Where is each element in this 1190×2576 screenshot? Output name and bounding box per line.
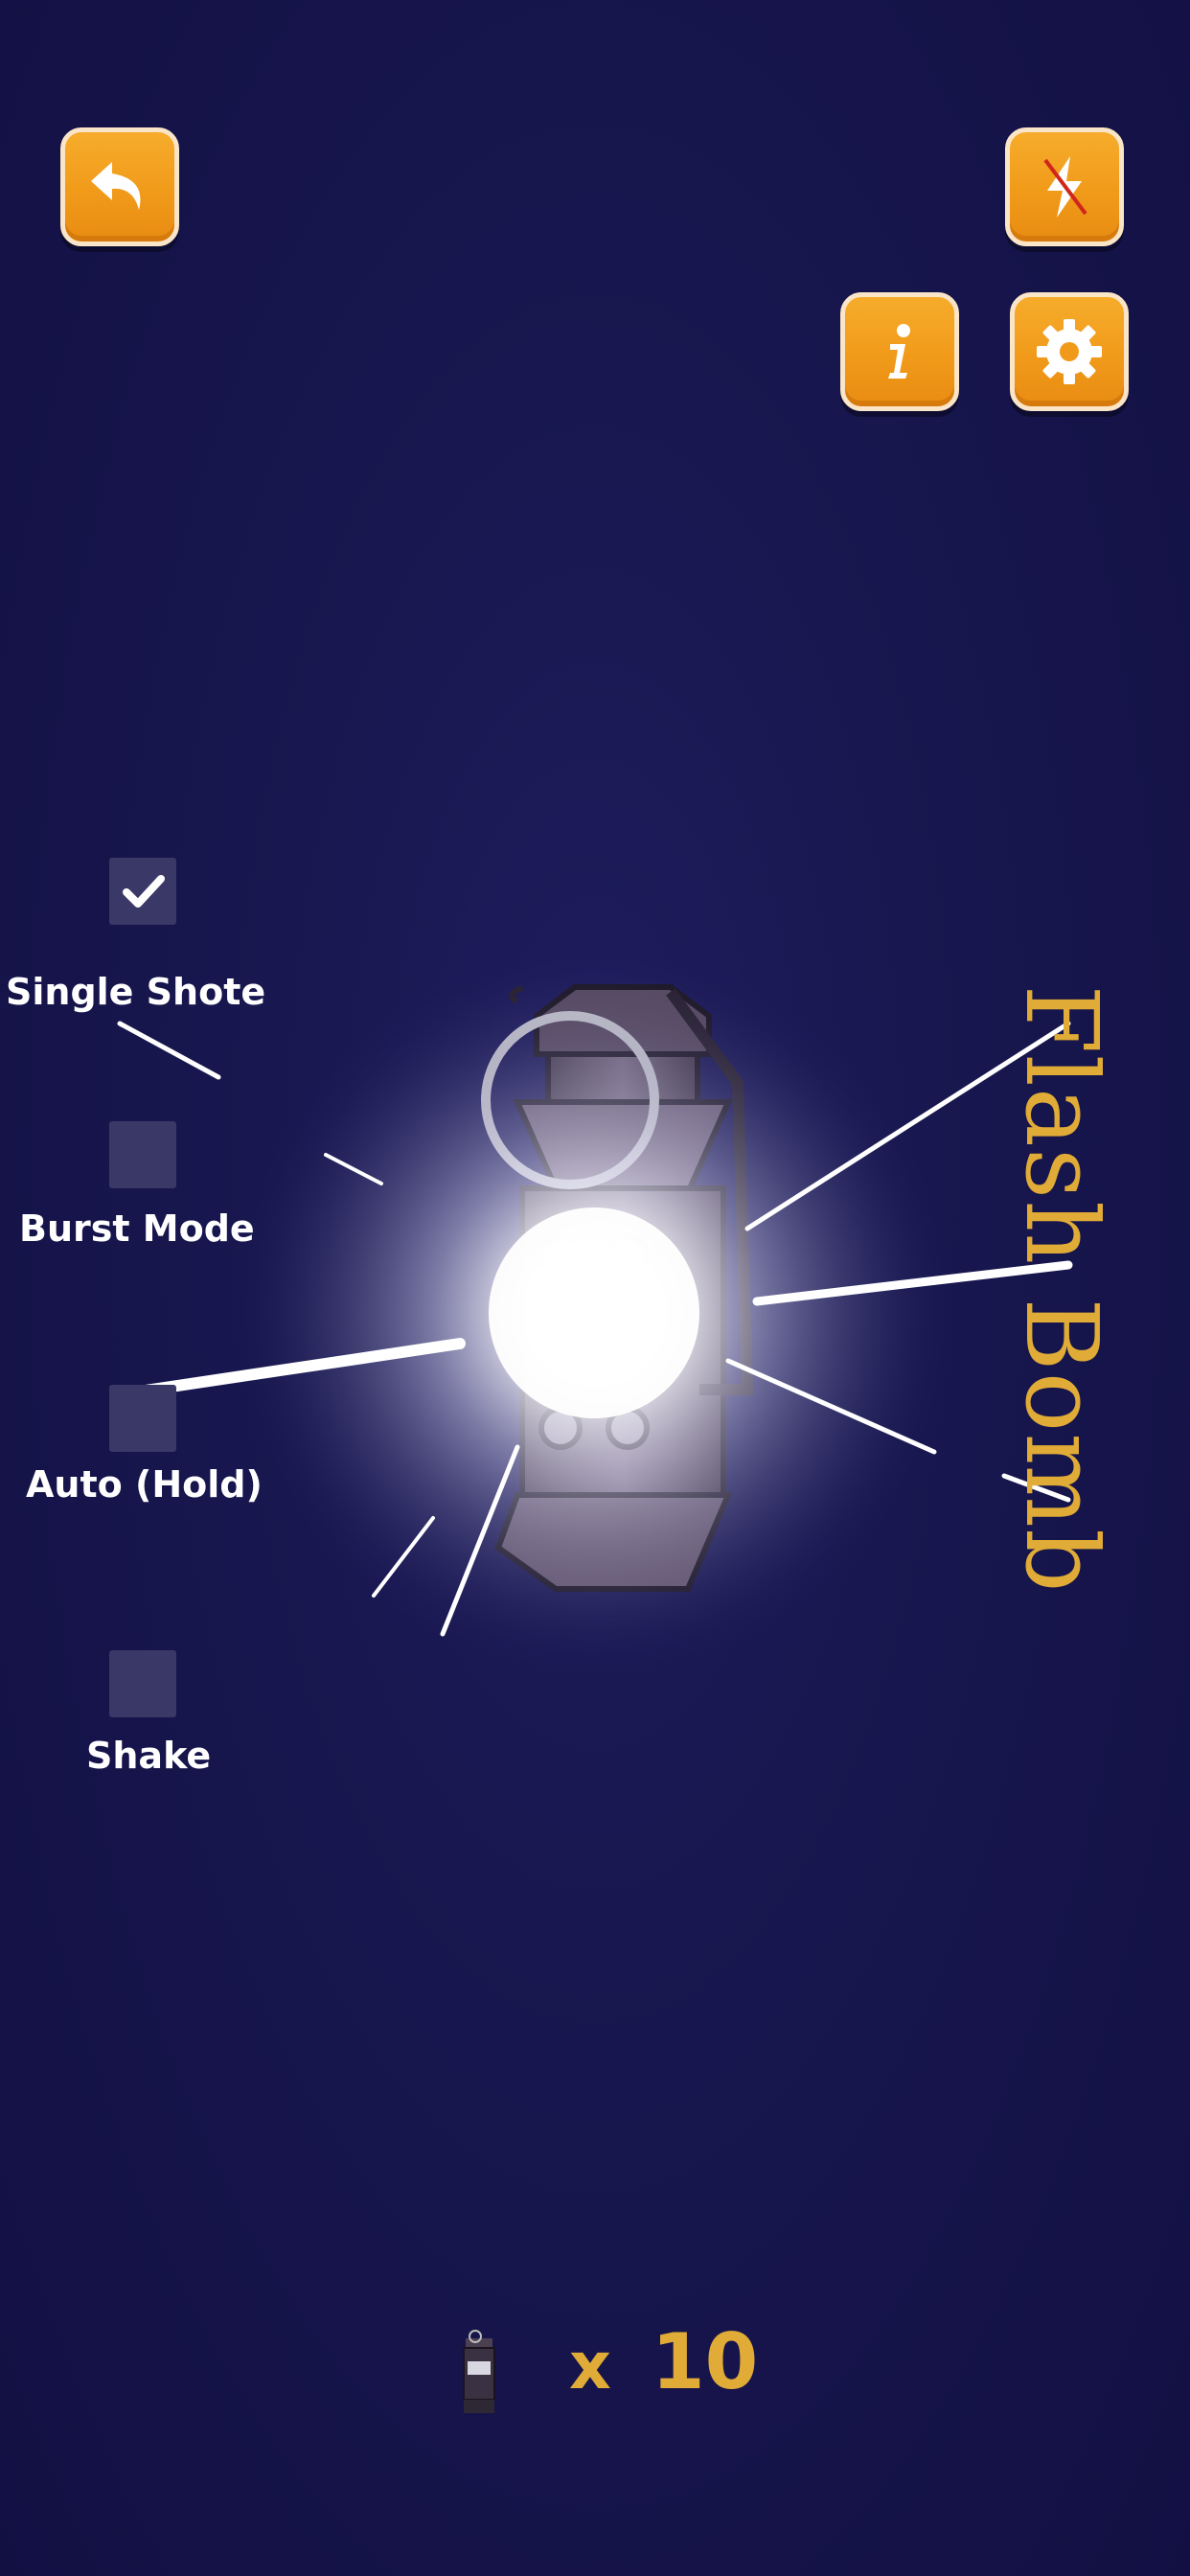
grenade-count-icon — [463, 2330, 495, 2413]
checkmark-icon — [123, 875, 165, 908]
gear-icon — [1037, 319, 1102, 384]
flash-burst — [230, 949, 958, 1677]
counter-value: 10 — [652, 2317, 759, 2406]
info-button[interactable] — [840, 292, 959, 411]
undo-arrow-icon — [91, 162, 141, 210]
burst-mode-checkbox[interactable] — [109, 1121, 176, 1188]
shake-checkbox[interactable] — [109, 1650, 176, 1717]
auto-hold-checkbox[interactable] — [109, 1385, 176, 1452]
option-shake[interactable]: Shake — [0, 1650, 249, 1784]
option-burst-mode[interactable]: Burst Mode — [0, 1121, 255, 1265]
single-shot-checkbox[interactable] — [109, 858, 176, 925]
option-single-shot[interactable]: Single Shote — [0, 858, 265, 1021]
settings-button[interactable] — [1010, 292, 1129, 411]
burst-mode-label: Burst Mode — [19, 1208, 255, 1250]
single-shot-label: Single Shote — [6, 971, 266, 1013]
info-icon — [888, 324, 910, 379]
counter-multiplier: x — [569, 2329, 611, 2404]
auto-hold-label: Auto (Hold) — [26, 1463, 263, 1506]
grenade-body — [481, 984, 754, 1592]
shake-label: Shake — [86, 1735, 212, 1777]
flash-off-icon — [1043, 156, 1087, 218]
option-auto-hold[interactable]: Auto (Hold) — [0, 1385, 263, 1529]
app-title: Flash Bomb — [1003, 984, 1120, 1594]
flash-rays — [114, 1021, 1073, 1637]
flash-toggle-button[interactable] — [1005, 127, 1124, 246]
back-button[interactable] — [60, 127, 179, 246]
